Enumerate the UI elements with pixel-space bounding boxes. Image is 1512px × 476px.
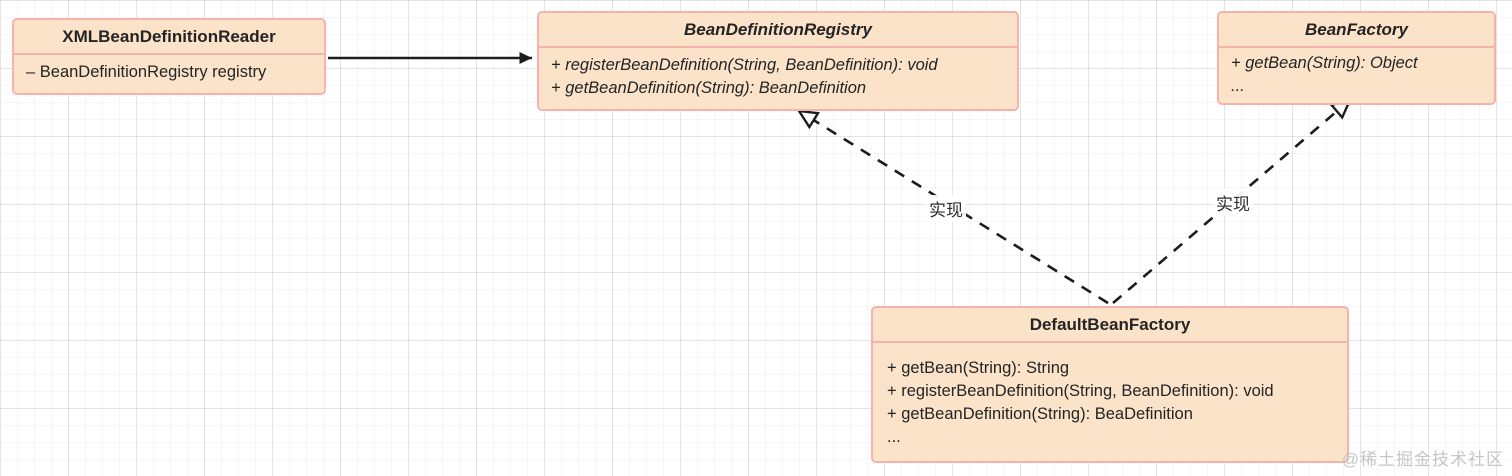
class-title: DefaultBeanFactory	[873, 308, 1347, 343]
class-member: – BeanDefinitionRegistry registry	[26, 63, 267, 81]
class-member: + getBeanDefinition(String): BeaDefiniti…	[887, 405, 1193, 423]
class-members: + getBean(String): String + registerBean…	[873, 343, 1347, 461]
class-box-beanfactory: BeanFactory + getBean(String): Object ..…	[1217, 11, 1496, 105]
class-title: BeanFactory	[1219, 13, 1494, 48]
class-member: ...	[1231, 77, 1245, 95]
class-box-beandefinitionregistry: BeanDefinitionRegistry + registerBeanDef…	[537, 11, 1019, 111]
class-title: XMLBeanDefinitionReader	[14, 20, 324, 55]
class-box-defaultbeanfactory: DefaultBeanFactory + getBean(String): St…	[871, 306, 1349, 463]
watermark: @稀土掘金技术社区	[1341, 450, 1504, 469]
class-members: – BeanDefinitionRegistry registry	[14, 55, 324, 93]
class-member: + registerBeanDefinition(String, BeanDef…	[887, 382, 1274, 400]
class-title: BeanDefinitionRegistry	[539, 13, 1017, 48]
class-members: + getBean(String): Object ...	[1219, 48, 1494, 103]
class-member: + getBean(String): Object	[1231, 54, 1418, 72]
class-members: + registerBeanDefinition(String, BeanDef…	[539, 48, 1017, 109]
class-box-xmlbeandefinitionreader: XMLBeanDefinitionReader – BeanDefinition…	[12, 18, 326, 95]
class-member: + getBeanDefinition(String): BeanDefinit…	[551, 79, 867, 97]
class-member: + getBean(String): String	[887, 359, 1070, 377]
class-member: ...	[887, 428, 901, 446]
realization-label-left: 实现	[926, 195, 966, 222]
class-member: + registerBeanDefinition(String, BeanDef…	[551, 56, 938, 74]
realization-label-right: 实现	[1213, 189, 1253, 216]
